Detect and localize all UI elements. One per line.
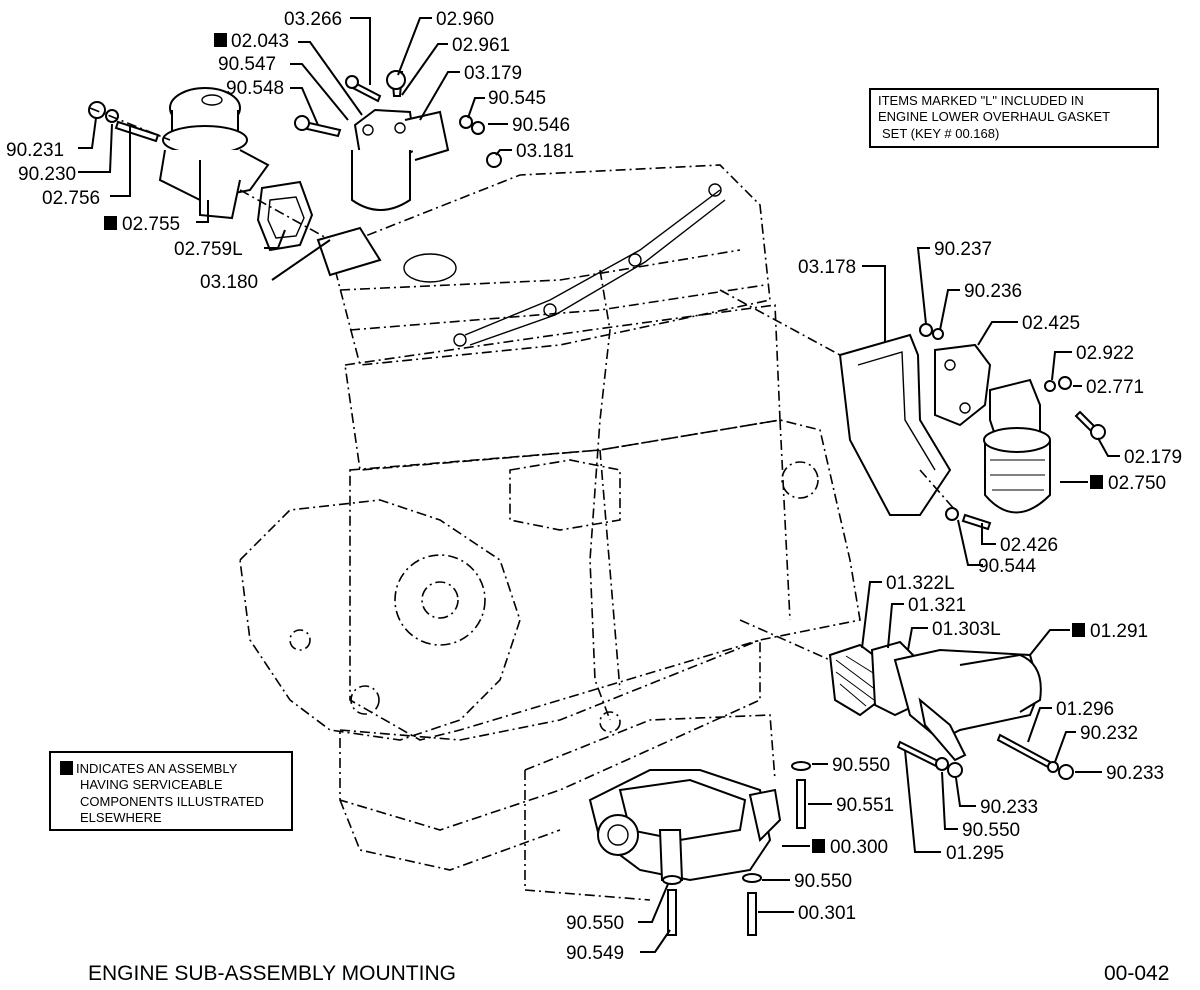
label-03-266: 03.266 — [284, 9, 342, 30]
label-90-550-starter: 90.550 — [962, 820, 1020, 841]
legend-line-3: COMPONENTS ILLUSTRATED — [80, 794, 264, 809]
label-02-426: 02.426 — [1000, 535, 1058, 556]
fuel-lift-pump-illustration — [88, 87, 331, 252]
assembly-marker — [60, 761, 73, 775]
label-90-550-top: 90.550 — [832, 755, 890, 776]
oil-filter-illustration — [719, 289, 1106, 531]
oil-pump-illustration — [524, 714, 811, 936]
assembly-marker — [1072, 623, 1085, 637]
page-code: 00-042 — [1104, 962, 1169, 985]
label-90-230: 90.230 — [18, 164, 76, 185]
label-02-961: 02.961 — [452, 35, 510, 56]
label-02-759l: 02.759L — [174, 239, 243, 260]
label-02-425: 02.425 — [1022, 313, 1080, 334]
label-01-291: 01.291 — [1090, 621, 1148, 642]
label-90-233-left: 90.233 — [980, 797, 1038, 818]
label-02-179: 02.179 — [1124, 447, 1182, 468]
label-03-180: 03.180 — [200, 272, 258, 293]
label-03-178: 03.178 — [798, 257, 856, 278]
label-02-922: 02.922 — [1076, 343, 1134, 364]
label-01-322l: 01.322L — [886, 573, 955, 594]
legend-line-4: ELSEWHERE — [80, 810, 162, 825]
label-90-551: 90.551 — [836, 795, 894, 816]
legend-line-2: HAVING SERVICEABLE — [80, 777, 223, 792]
starter-motor-illustration — [739, 619, 1074, 780]
note-line-3: SET (KEY # 00.168) — [882, 126, 999, 141]
legend-line-1: INDICATES AN ASSEMBLY — [76, 761, 238, 776]
label-90-231: 90.231 — [6, 140, 64, 161]
note-line-2: ENGINE LOWER OVERHAUL GASKET — [878, 109, 1110, 124]
label-90-545: 90.545 — [488, 88, 546, 109]
label-02-043: 02.043 — [231, 31, 289, 52]
label-02-756: 02.756 — [42, 188, 100, 209]
label-03-181: 03.181 — [516, 141, 574, 162]
label-01-295: 01.295 — [946, 843, 1004, 864]
assembly-marker — [214, 33, 227, 47]
label-90-550-mid: 90.550 — [794, 871, 852, 892]
label-02-755: 02.755 — [122, 214, 180, 235]
assembly-marker — [104, 216, 117, 230]
gasket-note-box: ITEMS MARKED "L" INCLUDED IN ENGINE LOWE… — [869, 88, 1159, 148]
note-line-1: ITEMS MARKED "L" INCLUDED IN — [878, 93, 1084, 108]
label-01-296: 01.296 — [1056, 699, 1114, 720]
leader-lines — [78, 17, 1120, 953]
label-01-321: 01.321 — [908, 595, 966, 616]
label-90-233-right: 90.233 — [1106, 763, 1164, 784]
legend-box: INDICATES AN ASSEMBLY HAVING SERVICEABLE… — [49, 751, 293, 831]
label-90-544: 90.544 — [978, 556, 1037, 577]
label-90-546: 90.546 — [512, 115, 570, 136]
label-90-549: 90.549 — [566, 943, 624, 964]
label-01-303l: 01.303L — [932, 619, 1001, 640]
label-02-771: 02.771 — [1086, 377, 1144, 398]
label-90-237: 90.237 — [934, 239, 992, 260]
label-00-301: 00.301 — [798, 903, 856, 924]
label-02-750: 02.750 — [1108, 473, 1166, 494]
assembly-marker — [812, 839, 825, 853]
label-90-232: 90.232 — [1080, 723, 1138, 744]
label-90-548: 90.548 — [226, 78, 284, 99]
assembly-marker — [1090, 475, 1103, 489]
part-labels: 03.266 02.960 02.043 02.961 90.547 03.17… — [6, 9, 1182, 964]
label-03-179: 03.179 — [464, 63, 522, 84]
fuel-filter-illustration — [294, 70, 502, 277]
page-title: ENGINE SUB-ASSEMBLY MOUNTING — [88, 962, 456, 985]
engine-block-illustration — [239, 164, 861, 871]
label-90-547: 90.547 — [218, 54, 276, 75]
label-90-236: 90.236 — [964, 281, 1022, 302]
label-00-300: 00.300 — [830, 837, 888, 858]
label-02-960: 02.960 — [436, 9, 494, 30]
label-90-550-bottom: 90.550 — [566, 913, 624, 934]
